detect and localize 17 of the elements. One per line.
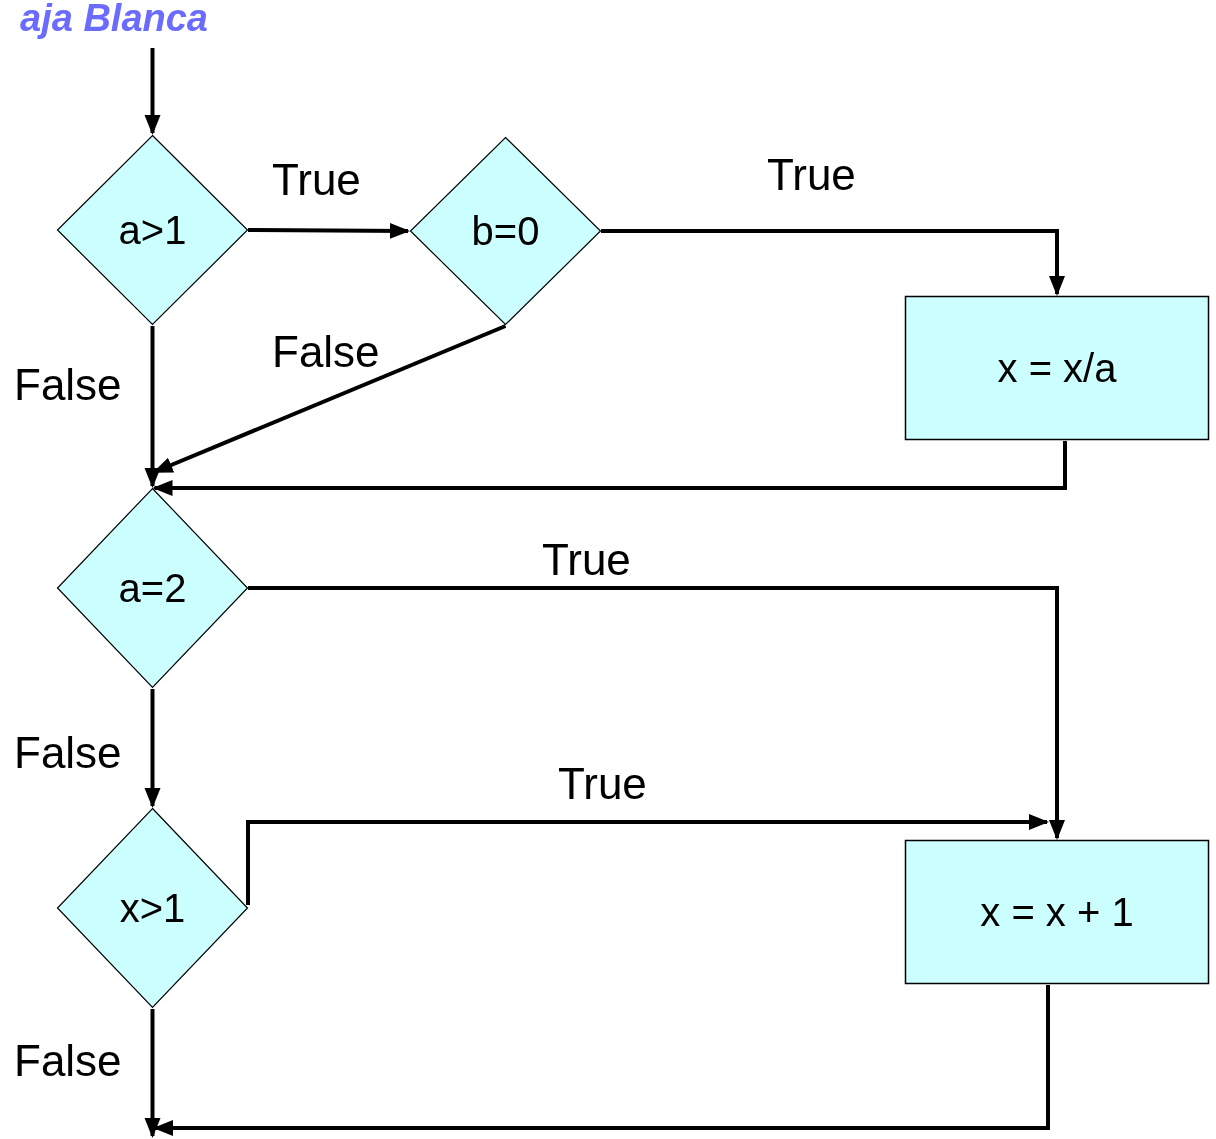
arrow (246, 814, 1049, 905)
process-text: x = x + 1 (980, 889, 1134, 935)
condition-text: b=0 (471, 208, 540, 254)
arrow (144, 1009, 161, 1138)
condition-text: x>1 (119, 885, 186, 931)
arrow (144, 326, 161, 488)
arrow (144, 48, 161, 135)
title: aja Blanca (20, 0, 208, 40)
condition-text: a=2 (118, 565, 187, 611)
arrow (153, 985, 1050, 1136)
process-text: x = x/a (997, 345, 1117, 391)
arrow (144, 689, 161, 808)
arrow (152, 441, 1067, 496)
arrow (248, 586, 1065, 840)
arrow (601, 229, 1065, 296)
arrow (248, 222, 410, 239)
condition-text: a>1 (118, 207, 187, 253)
